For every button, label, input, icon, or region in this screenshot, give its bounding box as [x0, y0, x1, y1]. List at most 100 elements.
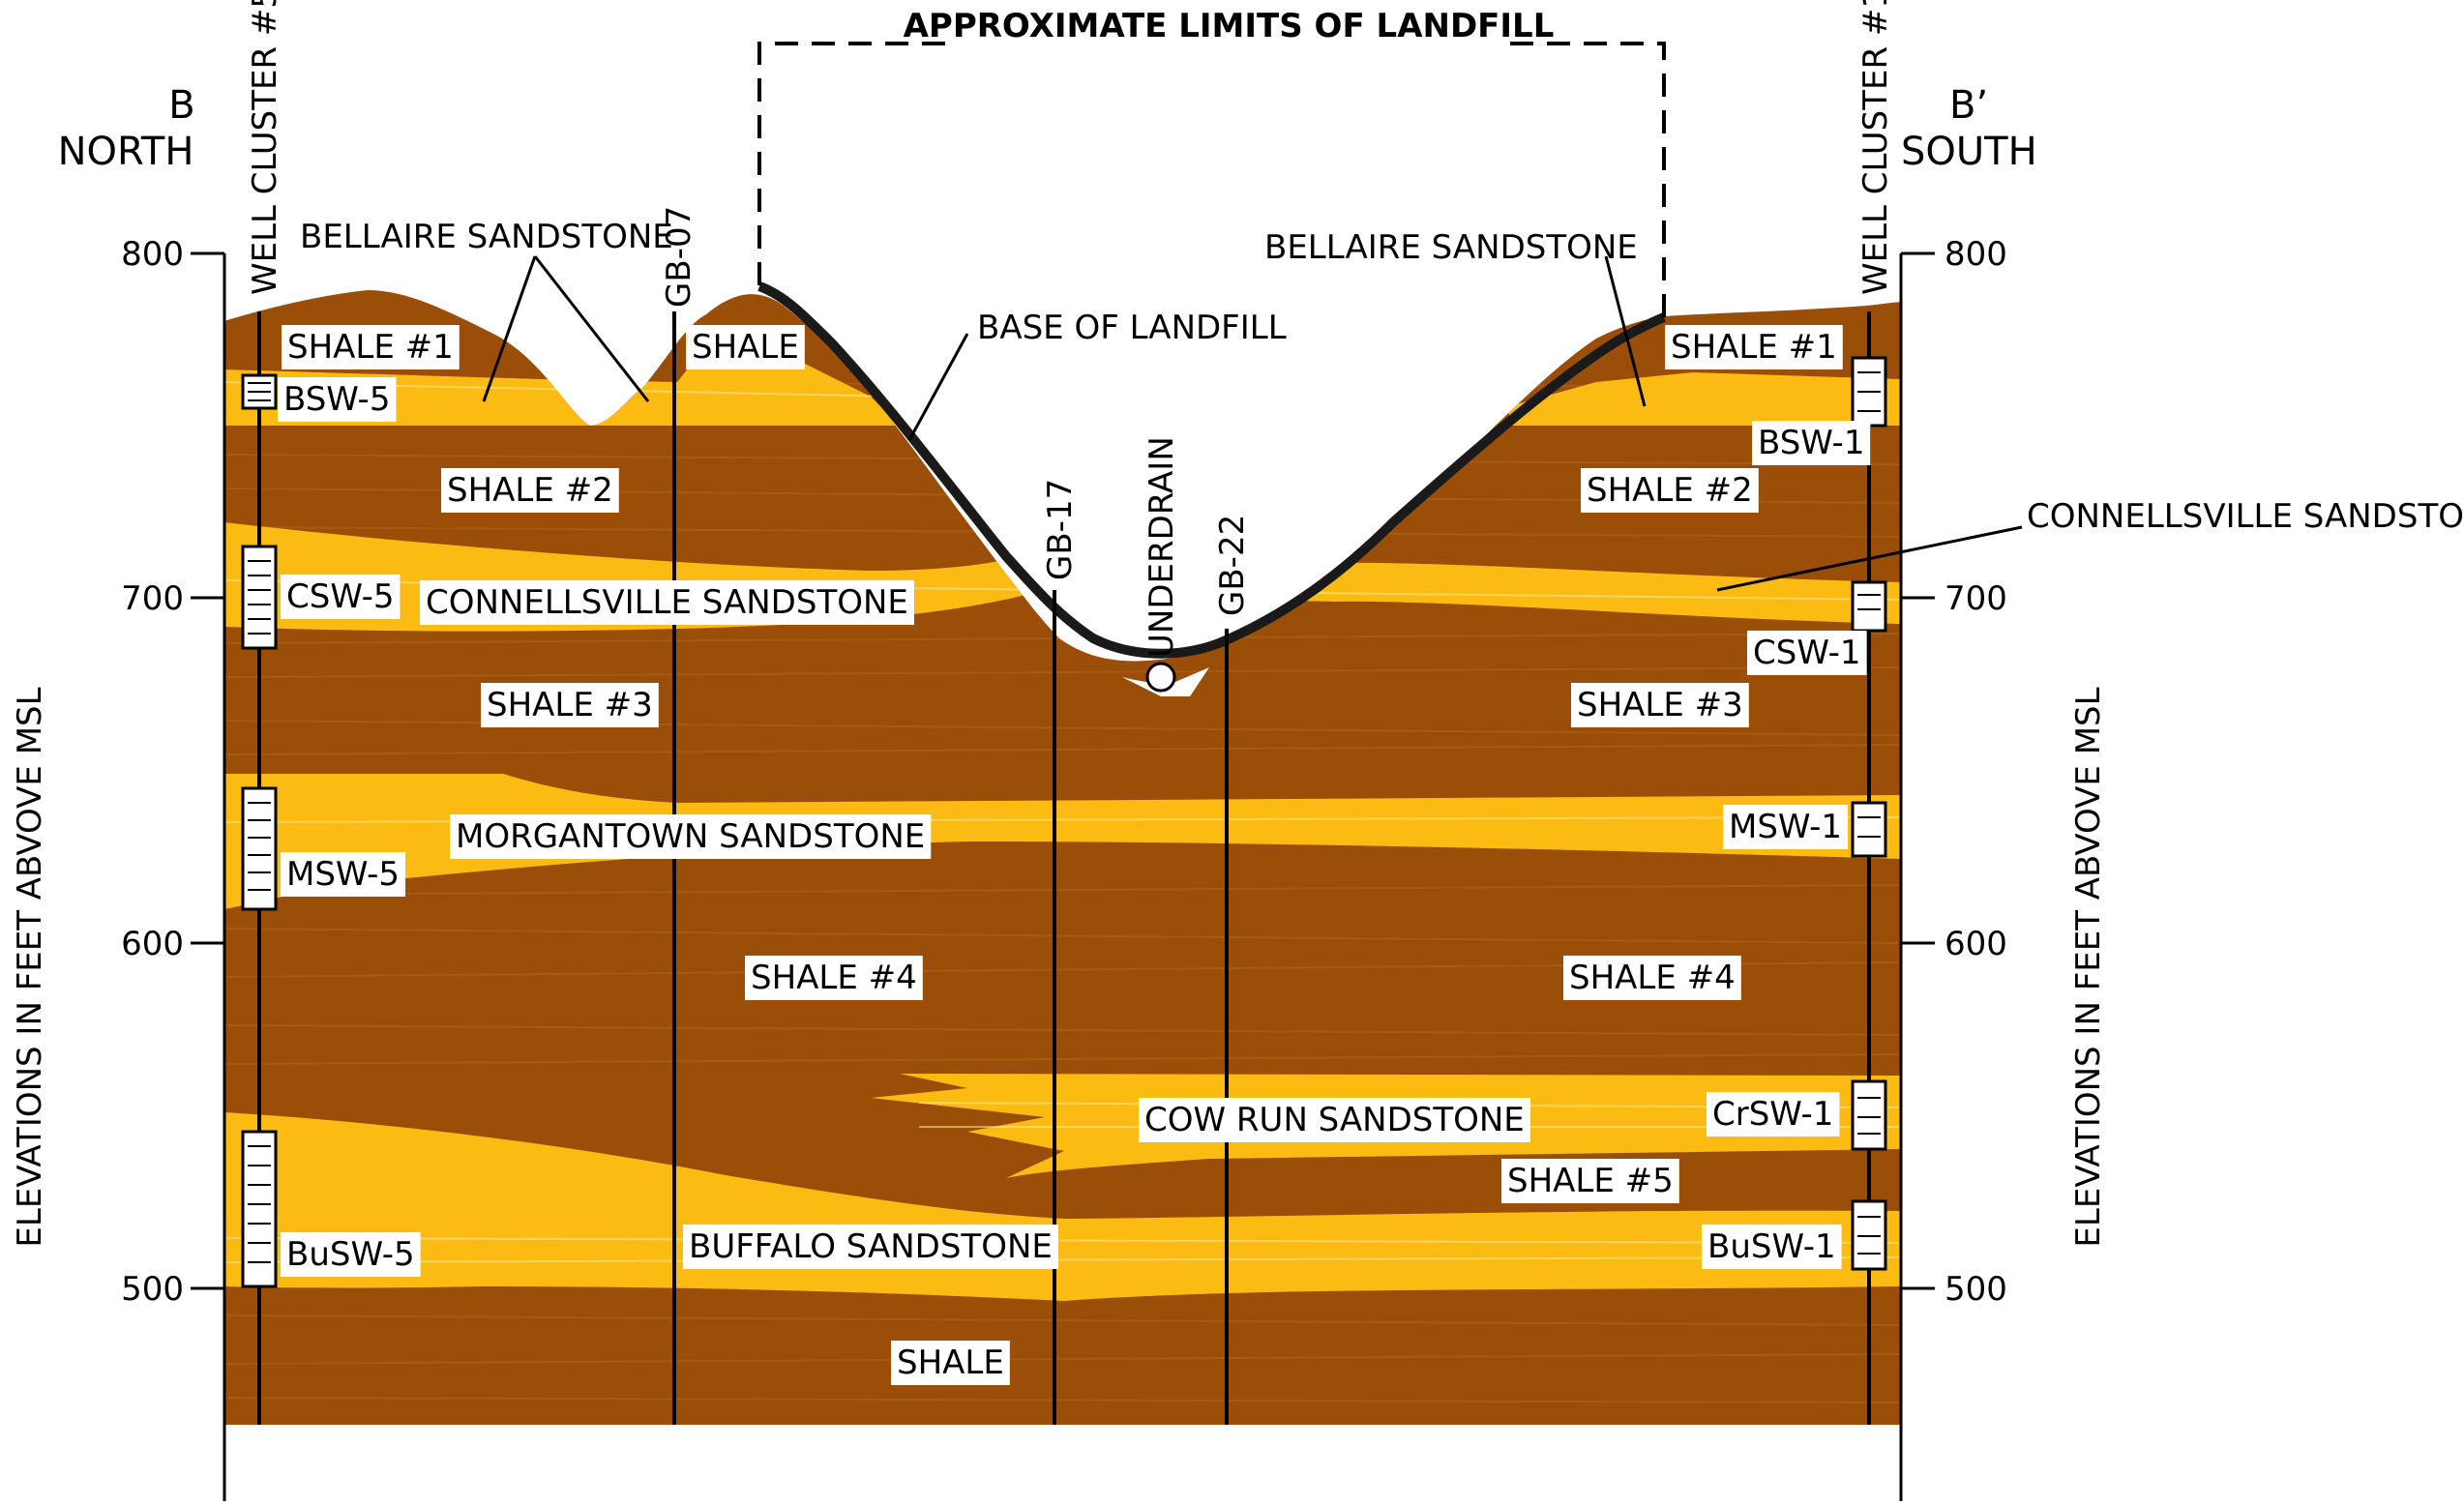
label-shale2-left: SHALE #2: [441, 468, 619, 513]
label-shale1-right-text: SHALE #1: [1671, 328, 1837, 367]
left-elevation-axis: [191, 251, 226, 1501]
right-tick-600: 600: [1944, 925, 2007, 963]
right-axis-label: ELEVATIONS IN FEET ABVOVE MSL: [2069, 687, 2108, 1247]
label-shale1-left: SHALE #1: [282, 325, 460, 369]
well-cluster-5-label: WELL CLUSTER #5: [246, 0, 284, 295]
right-elevation-axis: [1899, 251, 1935, 1501]
label-busw1: BuSW-1: [1702, 1225, 1842, 1269]
label-shale3-left: SHALE #3: [481, 683, 659, 727]
right-tick-700: 700: [1944, 579, 2007, 618]
label-shale2-left-text: SHALE #2: [447, 471, 613, 510]
label-bsw5-text: BSW-5: [283, 380, 390, 419]
left-tick-700: 700: [121, 579, 184, 618]
left-axis-label: ELEVATIONS IN FEET ABVOVE MSL: [11, 687, 49, 1247]
label-shale-top: SHALE: [686, 325, 805, 369]
label-buffalo-text: BUFFALO SANDSTONE: [689, 1227, 1053, 1266]
right-tick-800: 800: [1944, 235, 2007, 274]
screen-busw-5: [241, 1130, 278, 1288]
gb-07-label: GB-07: [660, 206, 698, 308]
leader-bellaire-right: [1604, 255, 1647, 407]
label-busw5: BuSW-5: [281, 1232, 421, 1277]
label-busw5-text: BuSW-5: [286, 1235, 415, 1274]
screen-crsw-1: [1851, 1079, 1887, 1151]
leader-base-of-landfill: [907, 333, 969, 441]
landfill-limits-title: APPROXIMATE LIMITS OF LANDFILL: [904, 7, 1555, 45]
gb-22-label: GB-22: [1213, 515, 1252, 616]
label-connellsville-text: CONNELLSVILLE SANDSTONE: [426, 583, 908, 622]
screen-msw-5: [241, 786, 278, 911]
label-bsw1-text: BSW-1: [1758, 424, 1864, 462]
label-connellsville: CONNELLSVILLE SANDSTONE: [420, 580, 914, 625]
label-morgantown-text: MORGANTOWN SANDSTONE: [456, 817, 925, 856]
leader-bellaire-left-1: [482, 255, 537, 402]
label-busw1-text: BuSW-1: [1707, 1227, 1836, 1266]
label-shale3-right: SHALE #3: [1571, 683, 1749, 727]
label-shale1-left-text: SHALE #1: [287, 328, 454, 367]
screen-csw-1: [1851, 580, 1887, 633]
landfill-cut-void: [1122, 667, 1209, 696]
title-backing: [953, 6, 1504, 48]
label-shale5-text: SHALE #5: [1507, 1162, 1674, 1200]
label-shale3-left-text: SHALE #3: [487, 686, 653, 724]
callout-connellsville-right: CONNELLSVILLE SANDSTONE: [2027, 497, 2464, 536]
buffalo-sandstone-bed: [224, 1112, 1901, 1301]
bellaire-sandstone-right: [1509, 372, 1901, 426]
label-cowrun-text: COW RUN SANDSTONE: [1144, 1101, 1525, 1139]
left-direction: NORTH: [58, 130, 194, 174]
leader-bellaire-left-2: [533, 255, 650, 402]
label-bsw5: BSW-5: [278, 377, 397, 422]
screen-msw-1: [1851, 801, 1887, 858]
label-bsw1: BSW-1: [1752, 421, 1871, 465]
label-morgantown: MORGANTOWN SANDSTONE: [450, 814, 932, 859]
morgantown-sandstone-bed: [224, 774, 1901, 909]
label-csw5: CSW-5: [281, 575, 401, 619]
left-section-letter: B: [168, 83, 194, 128]
label-shale-bottom: SHALE: [891, 1341, 1010, 1385]
label-shale2-right: SHALE #2: [1581, 468, 1759, 513]
left-tick-500: 500: [121, 1270, 184, 1309]
well-cluster-1-label: WELL CLUSTER #1: [1856, 0, 1895, 295]
underdrain-pipe: [1145, 662, 1176, 693]
label-msw1-text: MSW-1: [1729, 808, 1842, 846]
callout-base-of-landfill: BASE OF LANDFILL: [977, 309, 1287, 347]
underdrain-label: UNDERDRAIN: [1143, 436, 1181, 658]
label-csw5-text: CSW-5: [286, 577, 394, 616]
left-tick-800: 800: [121, 235, 184, 274]
screen-csw-5: [241, 545, 278, 650]
label-shale1-right: SHALE #1: [1665, 325, 1843, 369]
unit-labels: SHALE #1 SHALE SHALE #1 BSW-5 BSW-1 SHAL…: [278, 325, 1871, 1385]
callout-bellaire-right: BELLAIRE SANDSTONE: [1264, 228, 1638, 267]
callout-bellaire-left: BELLAIRE SANDSTONE: [300, 218, 673, 256]
label-crsw1-text: CrSW-1: [1712, 1095, 1833, 1134]
label-shale-bottom-text: SHALE: [897, 1344, 1004, 1382]
right-section-letter: B’: [1949, 83, 1988, 128]
left-tick-600: 600: [121, 925, 184, 963]
base-of-landfill-liner: [757, 281, 1666, 659]
landfill-limits-outline: [757, 42, 1666, 319]
label-buffalo: BUFFALO SANDSTONE: [683, 1225, 1058, 1269]
label-csw1: CSW-1: [1747, 631, 1867, 675]
well-screen-hatching: [248, 371, 1881, 1263]
label-shale5: SHALE #5: [1501, 1159, 1679, 1203]
gb-17-label: GB-17: [1041, 479, 1080, 580]
right-tick-500: 500: [1944, 1270, 2007, 1309]
well-screens: [241, 356, 1887, 1288]
label-shale3-right-text: SHALE #3: [1577, 686, 1743, 724]
leader-connellsville-right: [1716, 525, 2023, 592]
label-msw5-text: MSW-5: [286, 855, 400, 894]
right-direction: SOUTH: [1901, 130, 2037, 174]
label-msw1: MSW-1: [1723, 805, 1849, 849]
label-msw5: MSW-5: [281, 852, 406, 897]
leader-lines: [482, 255, 2023, 592]
label-shale4-left-text: SHALE #4: [751, 959, 917, 997]
label-crsw1: CrSW-1: [1707, 1092, 1840, 1137]
label-shale-top-text: SHALE: [692, 328, 799, 367]
label-shale2-right-text: SHALE #2: [1587, 471, 1753, 510]
label-shale4-right-text: SHALE #4: [1569, 959, 1736, 997]
label-shale4-left: SHALE #4: [745, 956, 923, 1000]
label-shale4-right: SHALE #4: [1563, 956, 1741, 1000]
label-csw1-text: CSW-1: [1753, 634, 1860, 672]
label-cowrun: COW RUN SANDSTONE: [1139, 1098, 1530, 1142]
